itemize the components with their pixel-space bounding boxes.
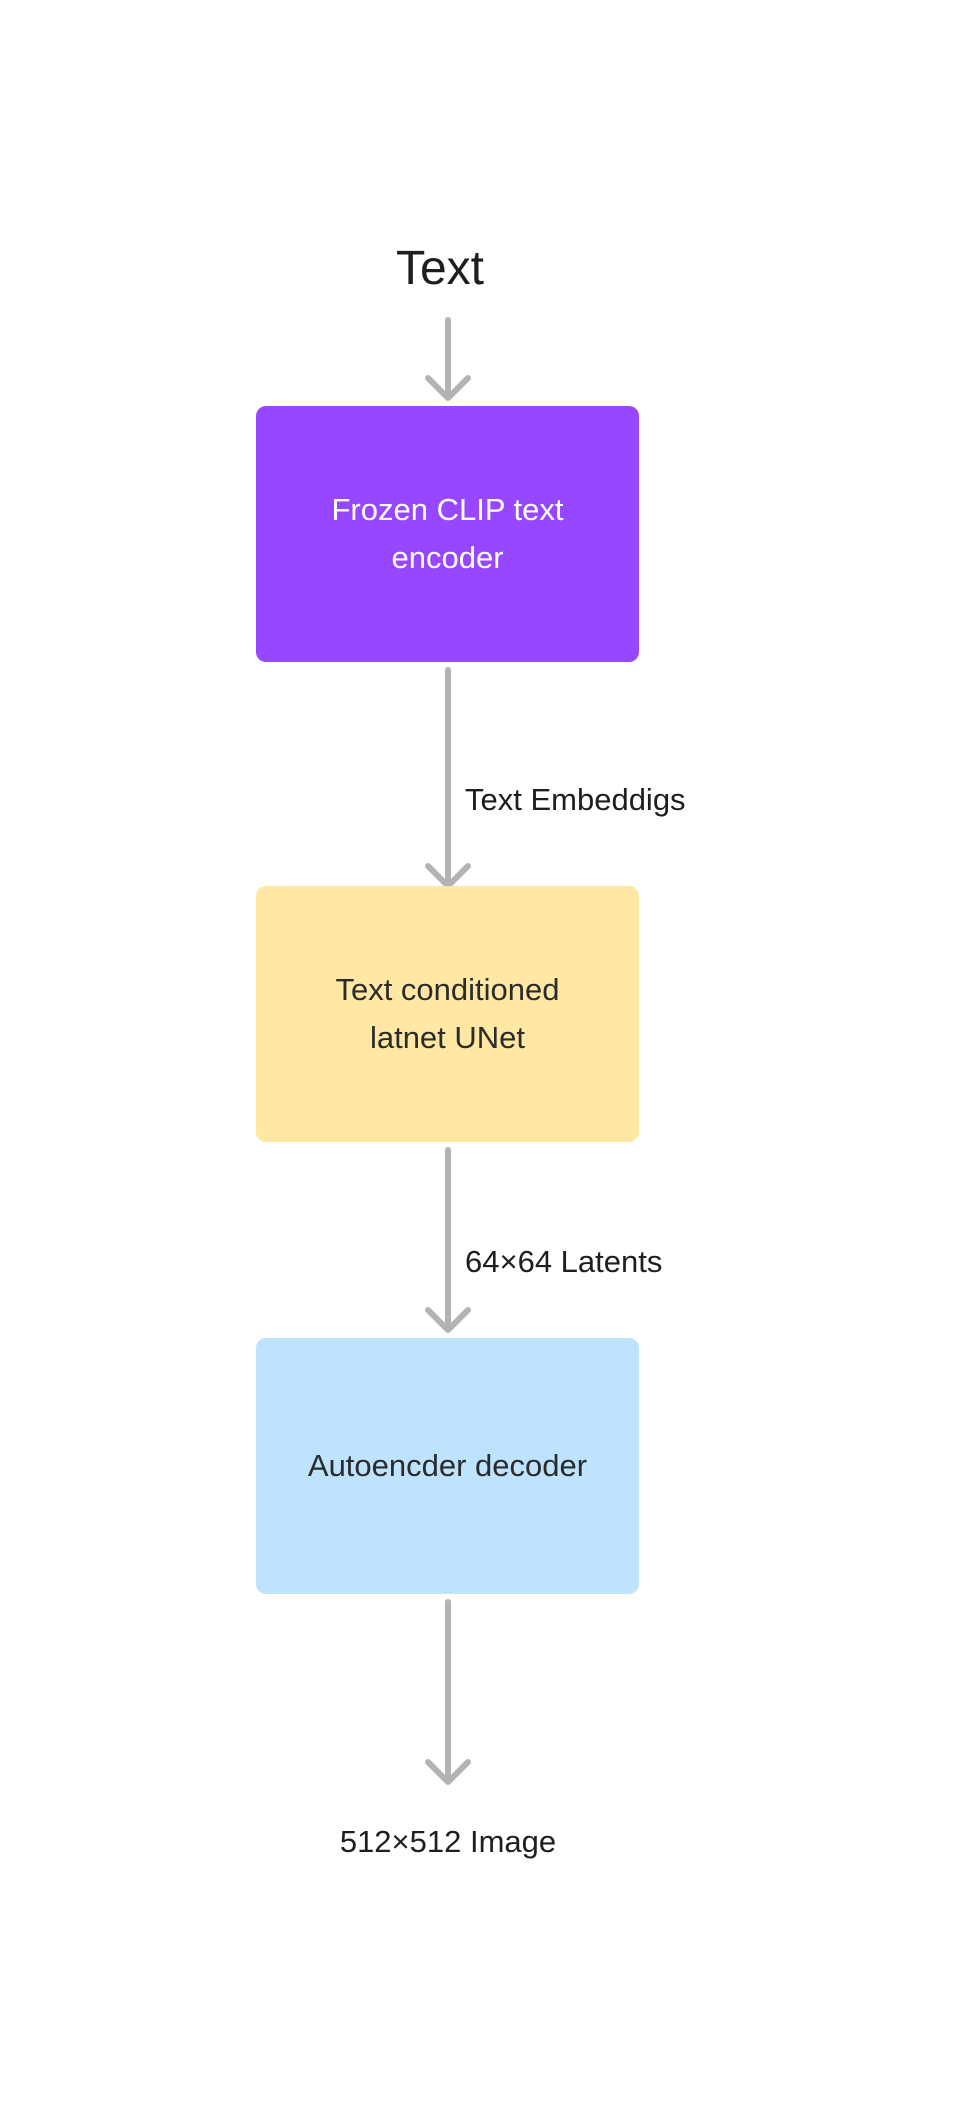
- node-frozen-clip-text-encoder: Frozen CLIP text encoder: [256, 406, 639, 662]
- arrow-input-to-encoder: [425, 317, 471, 401]
- arrow-unet-to-decoder: [425, 1147, 471, 1333]
- arrow-decoder-to-output: [425, 1599, 471, 1785]
- node-encoder-label: Frozen CLIP text encoder: [331, 492, 564, 575]
- input-text-label: Text: [395, 242, 485, 295]
- node-decoder-label: Autoencder decoder: [307, 1448, 588, 1483]
- edge-label-text-embeddings: Text Embeddigs: [465, 782, 686, 817]
- arrow-encoder-to-unet: [425, 667, 471, 889]
- edge-label-latents: 64×64 Latents: [465, 1244, 663, 1279]
- node-autoencoder-decoder: Autoencder decoder: [256, 1338, 639, 1594]
- output-image-label: 512×512 Image: [339, 1824, 557, 1859]
- node-unet-label: Text conditioned latnet UNet: [335, 972, 560, 1055]
- node-text-conditioned-unet: Text conditioned latnet UNet: [256, 886, 639, 1142]
